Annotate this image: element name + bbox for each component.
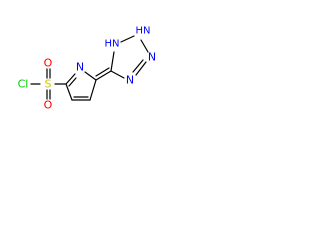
molecule-diagram: Cl S O O N HN HN N N	[18, 26, 156, 112]
bond-ct-nh	[110, 51, 115, 72]
bond-n-n	[135, 61, 147, 76]
bond-n-n-inner	[132, 59, 144, 73]
bond-c5-ct	[95, 70, 112, 81]
bond-nh-n-right	[140, 39, 149, 53]
tetrazole-nh-top-label: HN	[136, 26, 151, 37]
structure-canvas: Cl S O O N HN HN N N	[0, 0, 188, 127]
bond-nh-nh	[120, 35, 135, 43]
tetrazole-n-right-label: N	[148, 51, 156, 64]
pyrrole-nitrogen-label: N	[76, 61, 84, 74]
bond-c2-n	[65, 73, 76, 85]
bond-c5-ct-inner	[95, 67, 110, 77]
bond-n-c5	[84, 71, 97, 81]
tetrazole-n-bottom-label: N	[126, 74, 134, 87]
bond-ct-n-bottom	[110, 70, 125, 79]
oxygen-bottom-label: O	[44, 99, 53, 112]
bond-c2-n-inner	[68, 77, 77, 87]
sulfur-label: S	[45, 78, 52, 91]
bond-c2-c3	[65, 83, 73, 101]
tetrazole-nh-left-label: HN	[105, 39, 120, 50]
bond-lines	[30, 35, 149, 101]
oxygen-top-label: O	[44, 57, 53, 70]
atom-labels: Cl S O O N HN HN N N	[18, 26, 156, 112]
chlorine-label: Cl	[18, 78, 29, 91]
bond-c4-c5	[89, 79, 97, 101]
